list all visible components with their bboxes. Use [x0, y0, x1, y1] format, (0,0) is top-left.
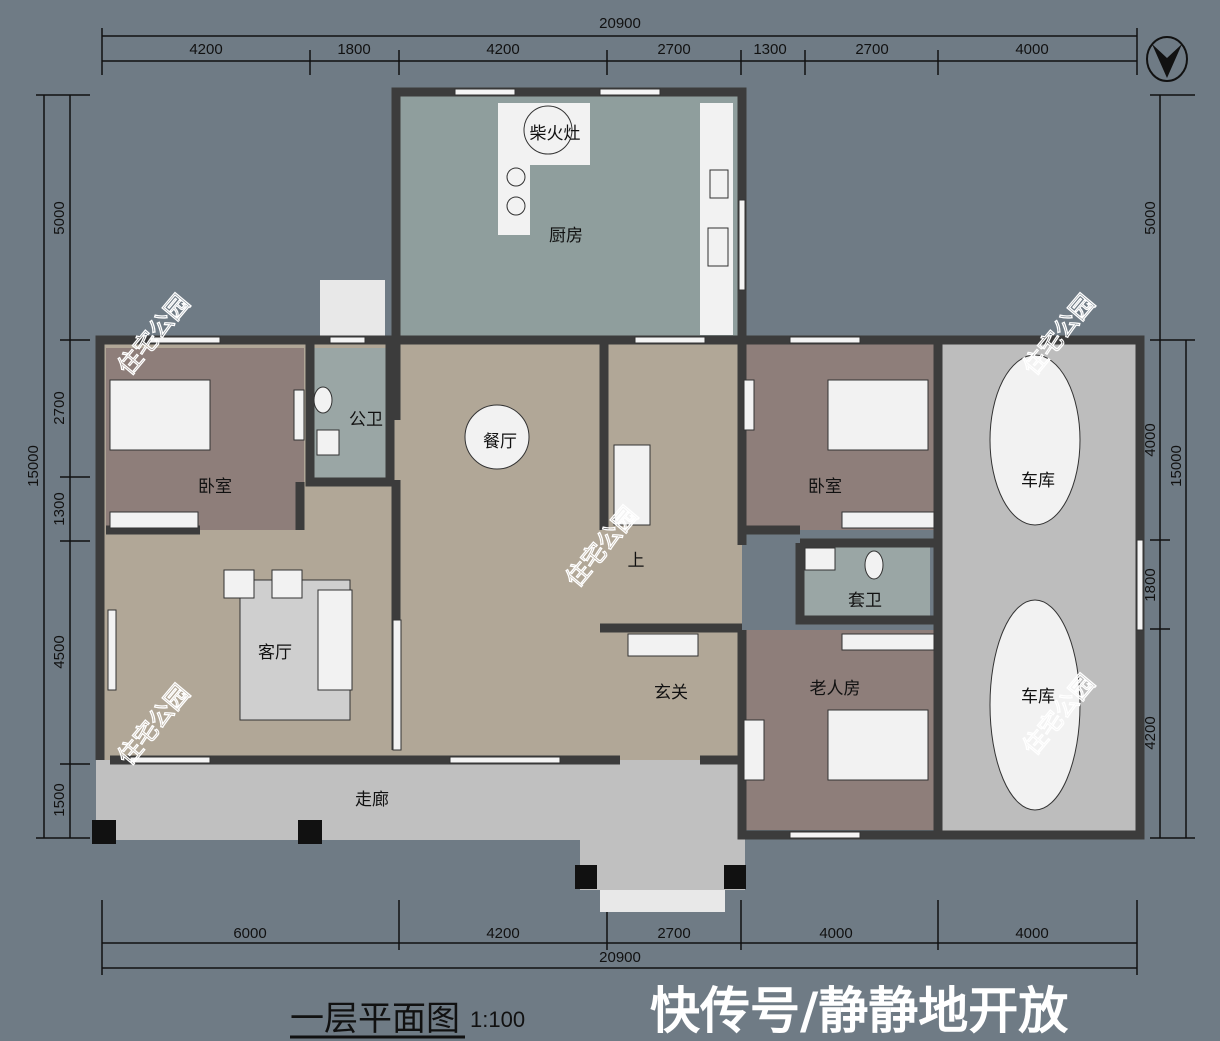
- dim-top-2: 1800: [337, 41, 370, 58]
- dim-left-5: 1500: [51, 783, 68, 816]
- bed-icon: [827, 379, 929, 451]
- label-elder-room: 老人房: [810, 679, 861, 699]
- dim-top-5: 1300: [753, 41, 786, 58]
- tv-icon: [107, 609, 117, 691]
- dim-left-2: 2700: [51, 391, 68, 424]
- dim-left-3: 1300: [51, 492, 68, 525]
- north-arrow-icon: [1146, 36, 1188, 82]
- dim-top-total: 20900: [599, 15, 641, 32]
- sofa-icon: [317, 589, 353, 691]
- dim-top-7: 4000: [1015, 41, 1048, 58]
- dim-bottom-4: 4000: [819, 925, 852, 942]
- dim-left-4: 4500: [51, 635, 68, 668]
- label-suite-bath: 套卫: [848, 591, 882, 611]
- car-icon: [989, 354, 1081, 526]
- top-dimension-lines: [36, 28, 1195, 975]
- left-dimensions: 5000 2700 1300 4500 1500 15000 5000 4000…: [25, 201, 1185, 816]
- stairs-icon: [613, 444, 651, 526]
- label-living: 客厅: [258, 643, 292, 663]
- plan-scale: 1:100: [470, 1007, 525, 1032]
- label-garage-1: 车库: [1021, 471, 1055, 491]
- label-kitchen: 厨房: [549, 226, 583, 246]
- dim-right-total: 15000: [1168, 445, 1185, 487]
- kitchen-counter: [700, 103, 733, 335]
- car-icon: [989, 599, 1081, 811]
- bed-icon: [109, 379, 211, 451]
- toilet-icon: [864, 550, 884, 580]
- dim-top-6: 2700: [855, 41, 888, 58]
- label-stove: 柴火灶: [530, 124, 581, 144]
- overlay-watermark: 快传号/静静地开放: [650, 982, 1068, 1040]
- dim-right-2: 4000: [1142, 423, 1159, 456]
- public-bath-floor: [314, 348, 390, 482]
- label-garage-2: 车库: [1021, 687, 1055, 707]
- porch-steps: [600, 890, 725, 912]
- entry-steps: [320, 280, 385, 340]
- dim-bottom-2: 4200: [486, 925, 519, 942]
- label-bedroom-right: 卧室: [808, 477, 842, 497]
- label-stairs-up: 上: [628, 551, 645, 571]
- furniture: [107, 105, 1081, 811]
- dim-bottom-5: 4000: [1015, 925, 1048, 942]
- dim-right-4: 4200: [1142, 716, 1159, 749]
- label-dining: 餐厅: [483, 432, 517, 452]
- plan-title: 一层平面图: [290, 999, 460, 1039]
- label-corridor: 走廊: [355, 790, 389, 810]
- toilet-icon: [313, 386, 333, 414]
- dim-top-4: 2700: [657, 41, 690, 58]
- stove-icon: [523, 105, 573, 155]
- porch-floor: [580, 830, 745, 890]
- corridor-floor: [96, 760, 742, 840]
- dim-bottom-1: 6000: [233, 925, 266, 942]
- label-bedroom-left: 卧室: [198, 477, 232, 497]
- dim-bottom-3: 2700: [657, 925, 690, 942]
- dim-top-1: 4200: [189, 41, 222, 58]
- windows: [129, 88, 1144, 839]
- bed-icon: [827, 709, 929, 781]
- dim-left-1: 5000: [51, 201, 68, 234]
- label-public-bath: 公卫: [349, 410, 383, 430]
- columns: [92, 820, 746, 889]
- dining-table-icon: [464, 404, 530, 470]
- dim-right-3: 1800: [1142, 568, 1159, 601]
- label-foyer: 玄关: [654, 683, 688, 703]
- dim-left-total: 15000: [25, 445, 42, 487]
- dim-top-3: 4200: [486, 41, 519, 58]
- dim-right-1: 5000: [1142, 201, 1159, 234]
- dim-bottom-total: 20900: [599, 949, 641, 966]
